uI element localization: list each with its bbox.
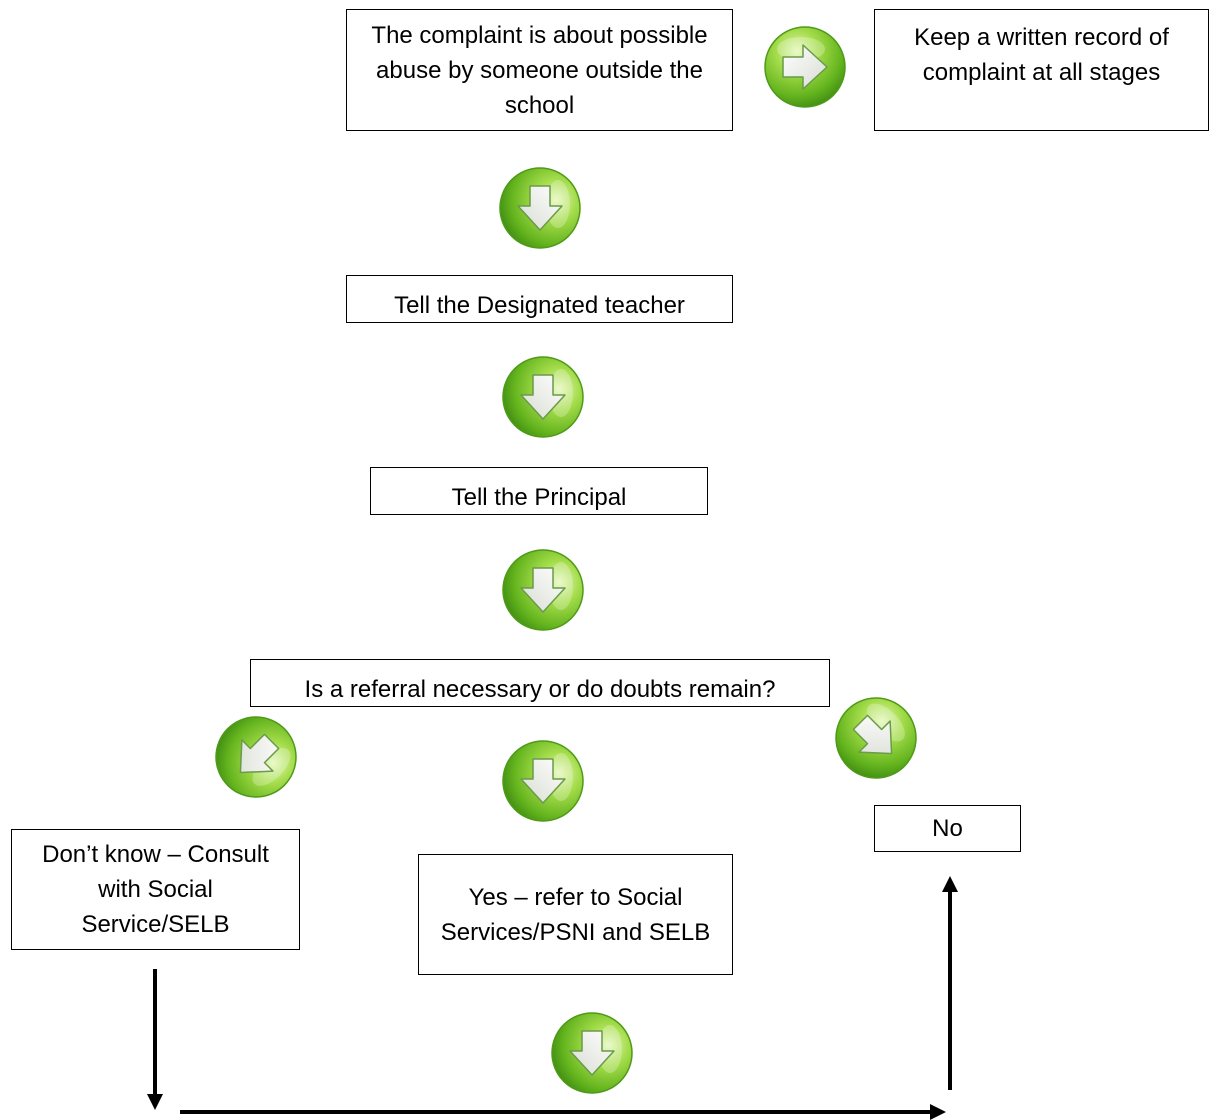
down-right-arrow-icon: [834, 696, 918, 780]
designated-teacher-text: Tell the Designated teacher: [394, 292, 685, 319]
down-left-arrow-icon: [214, 715, 298, 799]
down-arrow-icon: [550, 1011, 634, 1095]
principal-box: Tell the Principal: [370, 467, 708, 515]
record-box: Keep a written record of complaint at al…: [874, 9, 1209, 131]
down-arrow-icon: [498, 166, 582, 250]
complaint-text: The complaint is about possible abuse by…: [371, 21, 708, 119]
down-arrow-icon: [501, 548, 585, 632]
principal-text: Tell the Principal: [451, 484, 627, 511]
question-text: Is a referral necessary or do doubts rem…: [304, 676, 776, 703]
designated-teacher-box: Tell the Designated teacher: [346, 275, 733, 323]
record-text: Keep a written record of complaint at al…: [914, 24, 1169, 86]
right-arrow-icon: [763, 25, 847, 109]
question-box: Is a referral necessary or do doubts rem…: [250, 659, 830, 707]
no-box: No: [874, 805, 1021, 852]
complaint-box: The complaint is about possible abuse by…: [346, 9, 733, 131]
dont-know-text: Don’t know – Consult with Social Service…: [42, 841, 269, 938]
yes-text: Yes – refer to Social Services/PSNI and …: [440, 883, 711, 946]
no-text: No: [932, 815, 963, 842]
down-arrow-icon: [501, 355, 585, 439]
down-arrow-icon: [501, 739, 585, 823]
yes-box: Yes – refer to Social Services/PSNI and …: [418, 854, 733, 975]
dont-know-box: Don’t know – Consult with Social Service…: [11, 829, 300, 950]
